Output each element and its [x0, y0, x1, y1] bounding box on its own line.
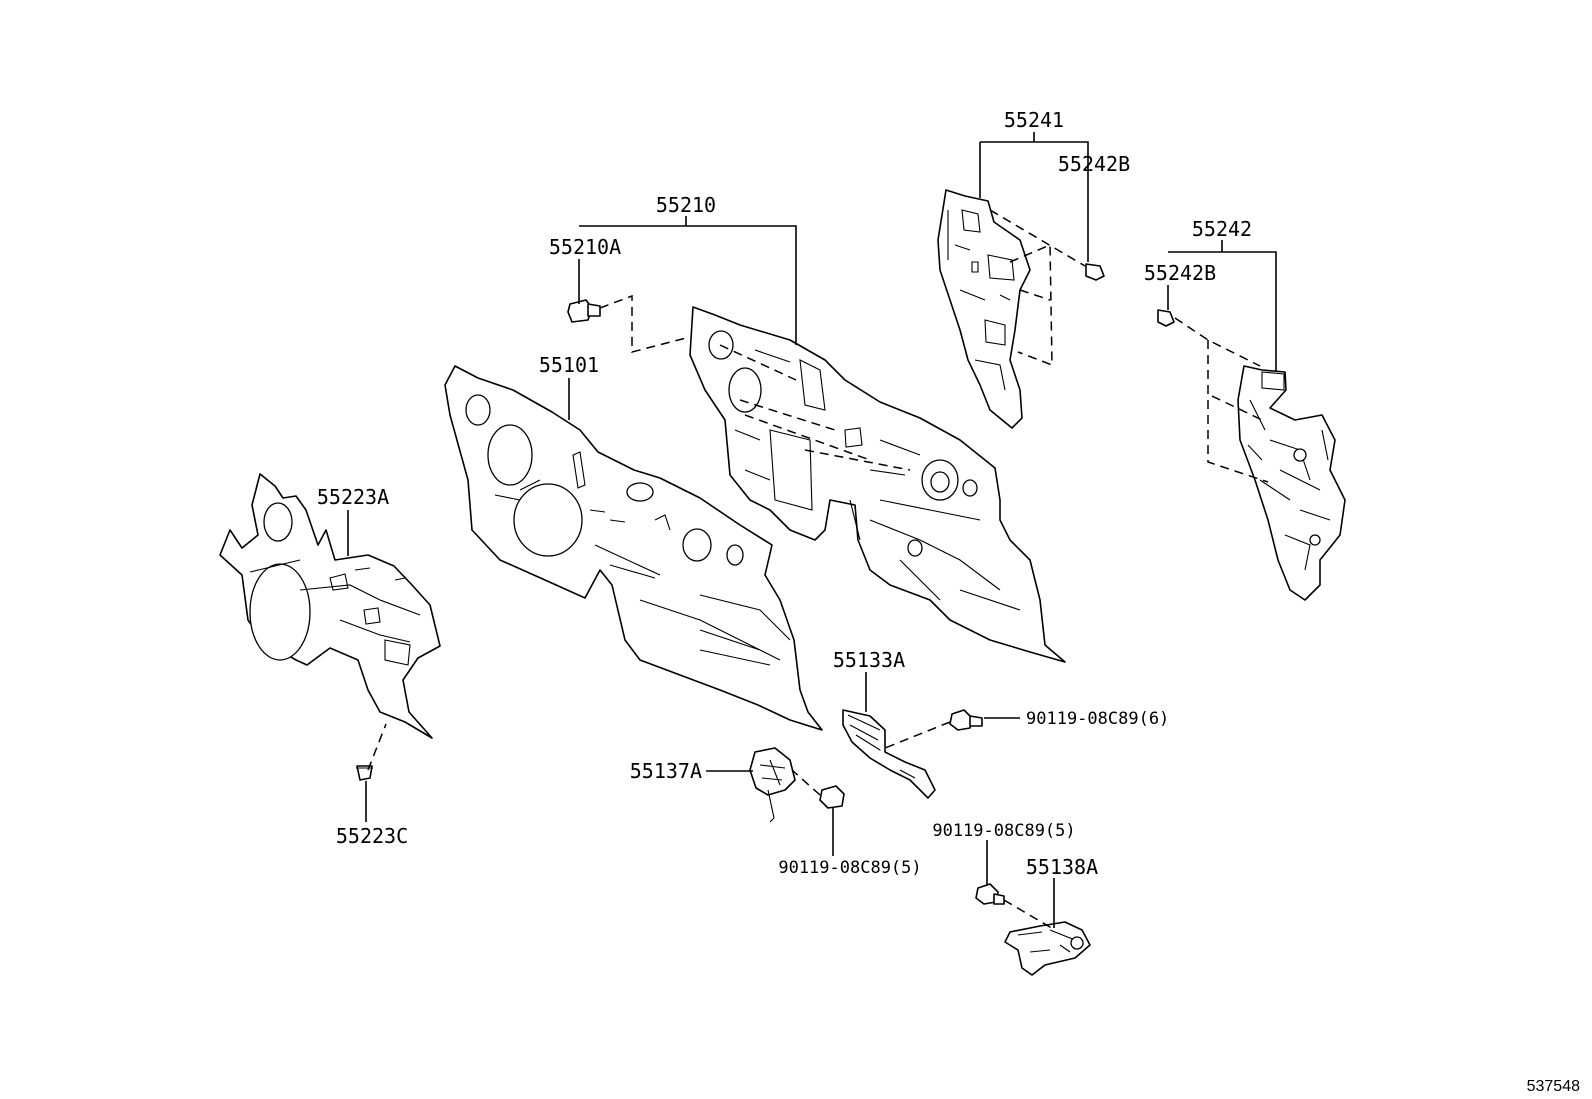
callout-55210: 55210 — [656, 193, 716, 217]
callout-90119-08C89-6: 90119-08C89(6) — [1026, 709, 1169, 729]
insulator-55223A[interactable] — [219, 473, 441, 739]
bracket-55138A[interactable] — [1004, 921, 1091, 976]
leader-lines — [347, 132, 1277, 928]
callout-90119-08C89-5-lower: 90119-08C89(5) — [932, 821, 1075, 841]
callout-55242B-upper: 55242B — [1058, 152, 1130, 176]
bracket-55137A[interactable] — [749, 747, 796, 823]
bracket-55242[interactable] — [1237, 365, 1346, 601]
callout-55133A: 55133A — [833, 648, 905, 672]
bolt-55210A[interactable] — [567, 299, 601, 323]
callout-55242: 55242 — [1192, 217, 1252, 241]
bolt-90119-6[interactable] — [949, 709, 983, 731]
bracket-55133A[interactable] — [842, 709, 936, 799]
callout-55210A: 55210A — [549, 235, 621, 259]
dash-panel-55101[interactable] — [444, 365, 823, 731]
silencer-55210[interactable] — [689, 306, 1066, 663]
catalog-number: 537548 — [1527, 1078, 1580, 1095]
callout-55223A: 55223A — [317, 485, 389, 509]
clip-55242B-lower[interactable] — [1157, 309, 1175, 327]
callout-55223C: 55223C — [336, 824, 408, 848]
bracket-55241[interactable] — [937, 189, 1031, 429]
callout-55242B-lower: 55242B — [1144, 261, 1216, 285]
clip-55242B-upper[interactable] — [1085, 263, 1105, 281]
callout-55137A: 55137A — [630, 759, 702, 783]
clip-55223C[interactable] — [356, 765, 373, 781]
callout-55241: 55241 — [1004, 108, 1064, 132]
callout-90119-08C89-5-upper: 90119-08C89(5) — [778, 858, 921, 878]
bolt-90119-5-upper[interactable] — [819, 785, 845, 809]
callout-55138A: 55138A — [1026, 855, 1098, 879]
assembly-dashed-lines — [367, 209, 1269, 931]
callout-55101: 55101 — [539, 353, 599, 377]
bolt-90119-5-lower[interactable] — [975, 883, 1005, 905]
